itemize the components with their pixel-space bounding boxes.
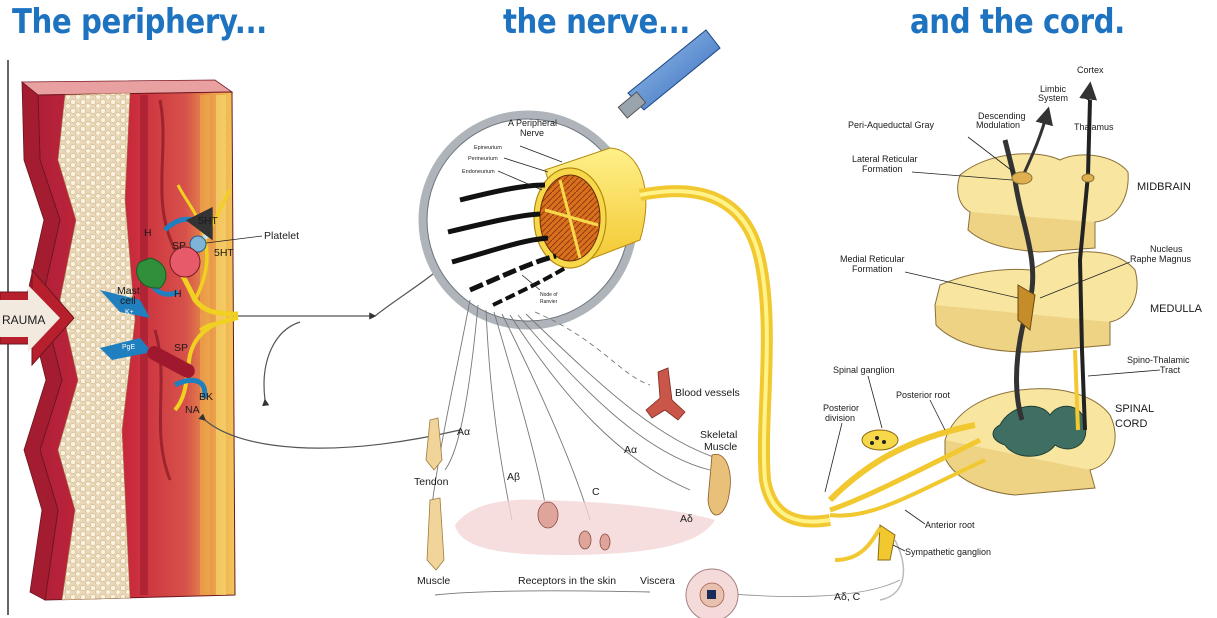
label-sp-top: SP xyxy=(172,240,186,252)
label-thalamus: Thalamus xyxy=(1074,122,1114,132)
label-nrm-1: Nucleus xyxy=(1150,244,1183,254)
label-node-2: Ranvier xyxy=(540,299,558,305)
sensory-fibers xyxy=(430,300,900,597)
label-spinal-cord-2: CORD xyxy=(1115,418,1147,430)
label-perineurium: Perineurium xyxy=(468,156,498,162)
label-pge: PgE xyxy=(122,344,136,351)
label-lat-ret-2: Formation xyxy=(862,164,903,174)
label-med-ret-1: Medial Reticular xyxy=(840,254,905,264)
label-5ht-top: 5HT xyxy=(198,215,218,227)
label-nrm-2: Raphe Magnus xyxy=(1130,254,1192,264)
label-5ht-right: 5HT xyxy=(214,247,234,259)
viscera-icon xyxy=(686,569,738,618)
label-k-plus: K+ xyxy=(125,309,134,316)
label-spino-1: Spino-Thalamic xyxy=(1127,355,1190,365)
label-blood-vessels: Blood vessels xyxy=(675,387,740,399)
label-node-1: Node of xyxy=(540,292,558,298)
label-posterior-div-1: Posterior xyxy=(823,403,859,413)
label-med-ret-2: Formation xyxy=(852,264,893,274)
label-skeletal-1: Skeletal xyxy=(700,429,737,441)
label-desc-mod-2: Modulation xyxy=(976,120,1020,130)
label-na: NA xyxy=(185,404,200,416)
label-tendon: Tendon xyxy=(414,476,449,488)
label-peripheral-nerve-2: Nerve xyxy=(520,128,544,138)
label-sympathetic-ganglion: Sympathetic ganglion xyxy=(905,547,991,557)
label-c-fiber: C xyxy=(592,486,600,498)
label-muscle: Muscle xyxy=(417,575,450,587)
label-skeletal-2: Muscle xyxy=(704,441,737,453)
label-bk: BK xyxy=(199,391,213,403)
label-spino-2: Tract xyxy=(1160,365,1181,375)
label-anterior-root: Anterior root xyxy=(925,520,975,530)
label-endoneurium: Endoneurium xyxy=(462,169,495,175)
label-midbrain: MIDBRAIN xyxy=(1137,181,1191,193)
label-viscera: Viscera xyxy=(640,575,675,587)
label-epineurium: Epineurium xyxy=(474,145,502,151)
blood-vessel: Blood vessels xyxy=(646,368,740,420)
label-peripheral-nerve-1: A Peripheral xyxy=(508,118,557,128)
label-cortex: Cortex xyxy=(1077,65,1104,75)
label-a-delta-c: Aδ, C xyxy=(834,591,861,603)
label-a-alpha-2: Aα xyxy=(624,444,637,456)
label-lat-ret-1: Lateral Reticular xyxy=(852,154,918,164)
label-pag: Peri-Aqueductal Gray xyxy=(848,120,935,130)
label-receptors: Receptors in the skin xyxy=(518,575,616,587)
label-posterior-root: Posterior root xyxy=(896,390,951,400)
label-spinal-cord-1: SPINAL xyxy=(1115,403,1154,415)
nerve-trunk xyxy=(640,191,830,522)
label-a-delta: Aδ xyxy=(680,513,693,525)
label-a-alpha-1: Aα xyxy=(457,426,470,438)
skin-receptors xyxy=(455,500,715,555)
trauma-label: RAUMA xyxy=(2,313,45,327)
label-limbic-2: System xyxy=(1038,93,1068,103)
label-a-beta: Aβ xyxy=(507,471,520,483)
label-mast-2: cell xyxy=(120,295,136,307)
label-posterior-div-2: division xyxy=(825,413,855,423)
label-sp-bottom: SP xyxy=(174,342,188,354)
label-spinal-ganglion: Spinal ganglion xyxy=(833,365,895,375)
label-platelet: Platelet xyxy=(264,230,299,242)
label-h-bottom: H xyxy=(174,288,182,300)
label-medulla: MEDULLA xyxy=(1150,303,1203,315)
label-h-left: H xyxy=(144,227,152,239)
